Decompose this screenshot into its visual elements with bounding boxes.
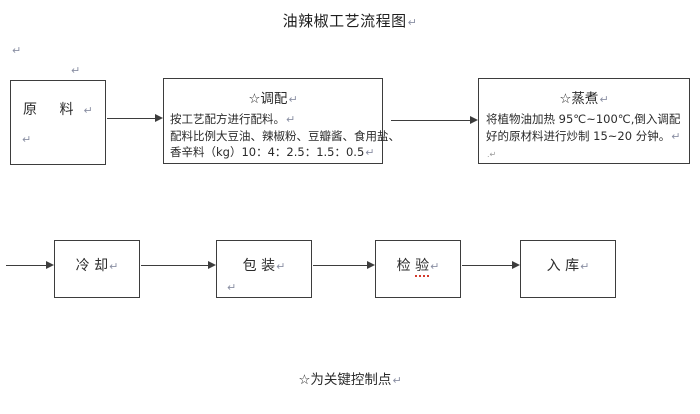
arrow-head xyxy=(512,261,520,269)
arrow-shaft xyxy=(313,265,368,267)
process-box-steam-cook-body: 将植物油加热 95℃~100℃,倒入调配 好的原材料进行炒制 15~20 分钟。… xyxy=(486,111,686,145)
arrow-shaft xyxy=(141,265,209,267)
arrow-head xyxy=(367,261,375,269)
arrow-shaft xyxy=(462,265,513,267)
paragraph-mark-icon: .↵ xyxy=(487,150,497,159)
paragraph-mark-icon: ↵ xyxy=(227,281,237,294)
process-box-steam-cook[interactable]: ☆蒸煮↵ 将植物油加热 95℃~100℃,倒入调配 好的原材料进行炒制 15~2… xyxy=(478,78,690,164)
process-box-blending-body: 按工艺配方进行配料。↵ 配料比例大豆油、辣椒粉、豆瓣酱、食用盐、 香辛料（kg）… xyxy=(170,111,400,161)
spellcheck-underline: 验 xyxy=(415,258,430,277)
process-box-blending[interactable]: ☆调配↵ 按工艺配方进行配料。↵ 配料比例大豆油、辣椒粉、豆瓣酱、食用盐、 香辛… xyxy=(163,78,400,164)
paragraph-mark-icon: ↵ xyxy=(430,260,440,273)
paragraph-mark-icon: ↵ xyxy=(365,146,375,159)
body-line: 好的原材料进行炒制 15~20 分钟。↵ xyxy=(486,129,681,143)
process-box-warehouse-label: 入 库↵ xyxy=(546,258,590,274)
process-box-cooling-label: 冷 却↵ xyxy=(75,258,119,274)
arrow-blending-to-cook-icon xyxy=(391,116,478,125)
arrow-head xyxy=(46,261,54,269)
arrow-head xyxy=(155,114,163,122)
paragraph-mark-icon: ↵ xyxy=(276,260,286,273)
legend-note: ☆为关键控制点↵ xyxy=(0,368,700,388)
process-box-raw-material-label: 原 料↵ xyxy=(23,102,102,118)
arrow-inspection-to-warehouse-icon xyxy=(462,261,520,270)
process-box-inspection-label: 检 验↵ xyxy=(376,255,460,277)
body-line: 香辛料（kg）10：4：2.5：1.5：0.5↵ xyxy=(170,145,375,159)
paragraph-mark-icon: ↵ xyxy=(109,260,119,273)
body-line: 将植物油加热 95℃~100℃,倒入调配 xyxy=(486,112,681,126)
arrow-shaft xyxy=(6,265,47,267)
process-box-cooling[interactable]: 冷 却↵ xyxy=(54,240,140,298)
process-box-inspection[interactable]: 检 验↵ xyxy=(375,240,461,298)
process-box-raw-material[interactable]: 原 料↵ ↵ xyxy=(10,80,106,165)
process-box-blending-heading: ☆调配↵ xyxy=(248,91,298,107)
arrow-shaft xyxy=(391,120,471,122)
paragraph-mark-icon: ↵ xyxy=(580,260,590,273)
arrow-packaging-to-inspection-icon xyxy=(313,261,375,270)
paragraph-mark-icon: ↵ xyxy=(671,130,681,143)
arrow-raw-to-blending-icon xyxy=(107,114,163,123)
paragraph-mark-icon: ↵ xyxy=(71,64,81,77)
paragraph-mark-icon: ↵ xyxy=(12,44,22,57)
process-box-warehouse[interactable]: 入 库↵ xyxy=(520,240,616,298)
arrow-cook-to-cooling-icon xyxy=(6,261,54,270)
arrow-shaft xyxy=(107,118,156,120)
page-title-text: 油辣椒工艺流程图 xyxy=(282,12,407,30)
paragraph-mark-icon: ↵ xyxy=(599,93,609,106)
arrow-head xyxy=(208,261,216,269)
paragraph-mark-icon: ↵ xyxy=(288,93,298,106)
process-box-steam-cook-heading: ☆蒸煮↵ xyxy=(559,91,609,107)
paragraph-mark-icon: ↵ xyxy=(83,104,102,117)
paragraph-mark-icon: ↵ xyxy=(286,113,296,126)
paragraph-mark-icon: ↵ xyxy=(22,133,32,146)
process-box-packaging[interactable]: 包 装↵ ↵ xyxy=(216,240,312,298)
paragraph-mark-icon: ↵ xyxy=(407,16,418,29)
arrow-cooling-to-packaging-icon xyxy=(141,261,216,270)
paragraph-mark-icon: ↵ xyxy=(392,374,402,387)
process-box-packaging-label: 包 装↵ xyxy=(242,258,286,274)
body-line: 配料比例大豆油、辣椒粉、豆瓣酱、食用盐、 xyxy=(170,129,400,143)
page-title: 油辣椒工艺流程图↵ xyxy=(0,10,700,31)
legend-note-text: ☆为关键控制点 xyxy=(298,372,392,388)
arrow-head xyxy=(470,116,478,124)
body-line: 按工艺配方进行配料。↵ xyxy=(170,112,296,126)
